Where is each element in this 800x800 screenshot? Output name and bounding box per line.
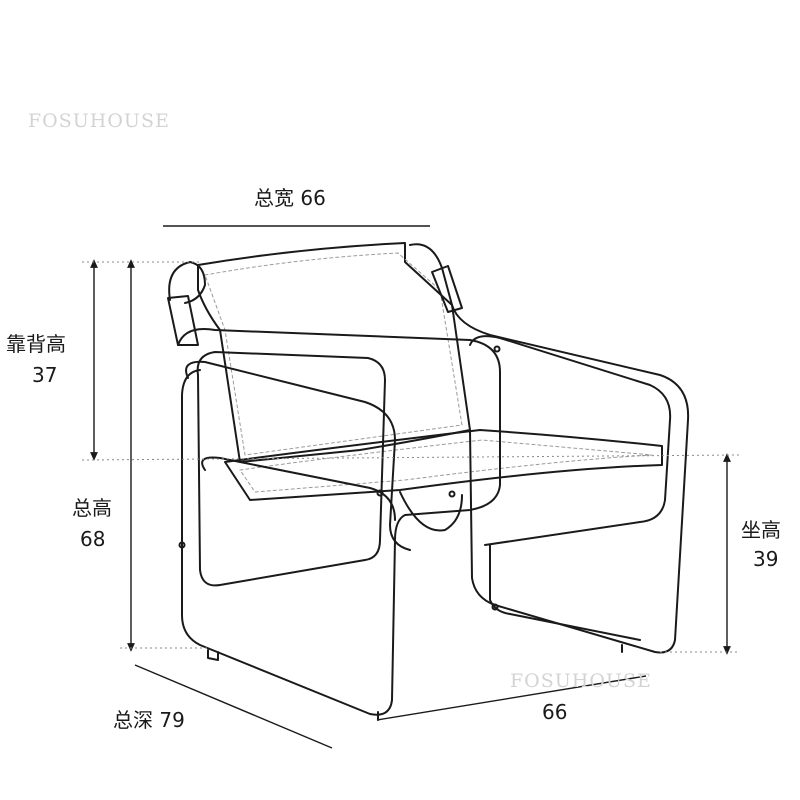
bottom-width-value: 66 — [542, 700, 568, 724]
bottom-width-line — [376, 675, 647, 721]
left-lower-rail — [201, 456, 396, 521]
seat-height-text: 坐高 — [741, 518, 781, 542]
total-width-text: 总宽 — [254, 186, 294, 210]
total-depth-line — [134, 664, 333, 749]
backrest-height-value: 37 — [32, 363, 58, 387]
chair-illustration — [167, 242, 690, 721]
left-frame-outer — [177, 328, 501, 716]
brand-watermark-top: FOSUHOUSE — [28, 110, 170, 132]
backrest-stitch — [204, 252, 463, 456]
right-lower-rail — [489, 544, 641, 641]
seat-height-value: 39 — [753, 547, 779, 571]
backrest-height-text: 靠背高 — [6, 332, 66, 356]
seat-reference-line — [81, 454, 741, 461]
seat-underside — [399, 491, 463, 532]
total-depth-value: 79 — [159, 708, 185, 732]
seat-height-label: 坐高 39 — [741, 518, 781, 572]
left-armrest — [185, 360, 411, 551]
bottom-width-label: 66 — [542, 700, 567, 725]
left-frame-inner — [196, 351, 386, 587]
left-back-loop — [168, 261, 206, 304]
reference-lines — [81, 261, 741, 653]
backrest-height-label: 靠背高 37 — [6, 332, 66, 388]
total-width-label: 总宽 66 — [254, 186, 326, 211]
total-height-text: 总高 — [72, 496, 112, 520]
bolt — [178, 541, 186, 549]
bolt — [448, 490, 456, 498]
seat-sling — [224, 429, 663, 501]
bolt — [491, 603, 499, 611]
right-frame-inner — [469, 335, 672, 546]
total-depth-label: 总深 79 — [113, 708, 185, 733]
right-back-loop — [409, 243, 453, 306]
right-armrest — [451, 304, 690, 654]
left-back-sleeve — [167, 295, 199, 346]
right-back-sleeve — [431, 265, 463, 313]
total-width-value: 66 — [300, 186, 326, 210]
brand-watermark-bottom: FOSUHOUSE — [510, 670, 652, 692]
bolt — [493, 345, 501, 353]
bolt — [376, 489, 384, 497]
seat-stitch — [239, 439, 653, 493]
total-height-value: 68 — [80, 527, 106, 551]
foot-left — [207, 649, 219, 661]
total-depth-text: 总深 — [113, 708, 153, 732]
dimension-lines — [90, 225, 731, 749]
total-height-label: 总高 68 — [72, 496, 112, 552]
